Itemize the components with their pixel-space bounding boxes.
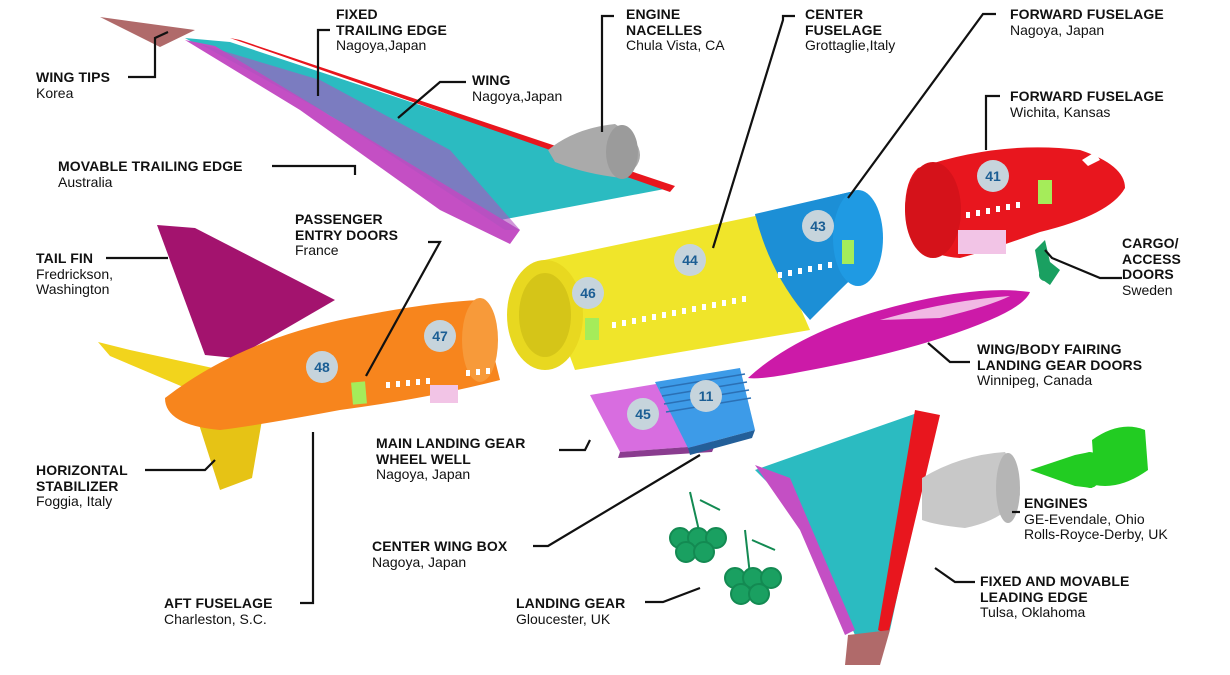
section-11: 11 [699,388,714,404]
leader-lines [106,12,1122,605]
label-location: Nagoya, Japan [376,466,471,483]
label-title: FIXED AND MOVABLE [980,573,1130,589]
label-title: MAIN LANDING GEAR [376,435,526,451]
label-title: TAIL FIN [36,250,94,266]
label-title: CENTER WING BOX [372,538,508,554]
label-fixed-movable-leading-edge: FIXED AND MOVABLE LEADING EDGE Tulsa, Ok… [980,573,1130,621]
label-title: WING [472,72,511,88]
label-location: Sweden [1122,282,1173,299]
label-location: Nagoya, Japan [372,553,467,570]
label-title: HORIZONTAL [36,462,128,478]
label-wing-body-fairing: WING/BODY FAIRING LANDING GEAR DOORS Win… [977,341,1143,389]
label-location: Winnipeg, Canada [977,372,1093,389]
label-title: LEADING EDGE [980,588,1088,605]
section-47: 47 [432,328,448,344]
section-45: 45 [635,406,651,422]
label-fixed-trailing-edge: FIXED TRAILING EDGE Nagoya,Japan [336,6,447,54]
label-location: Grottaglie,Italy [805,37,896,54]
label-location: Foggia, Italy [36,493,113,510]
label-location: Gloucester, UK [516,610,611,627]
label-title: FIXED [336,6,378,22]
label-title: WING/BODY FAIRING [977,341,1122,357]
label-tail-fin: TAIL FIN Fredrickson, Washington [36,250,114,298]
label-location: Korea [36,84,74,101]
label-location: Washington [36,281,110,298]
label-location: Nagoya,Japan [472,87,563,104]
wing-body-fairing [748,290,1030,379]
label-location: Wichita, Kansas [1010,103,1111,120]
label-movable-trailing-edge: MOVABLE TRAILING EDGE Australia [58,158,243,190]
label-forward-fuselage-wichita: FORWARD FUSELAGE Wichita, Kansas [1010,88,1164,120]
label-main-landing-gear-wheel-well: MAIN LANDING GEAR WHEEL WELL Nagoya, Jap… [376,435,526,483]
section-46: 46 [580,285,596,301]
label-aft-fuselage: AFT FUSELAGE Charleston, S.C. [164,595,273,627]
label-location: Australia [58,173,113,190]
engine-nacelle-top [548,124,640,179]
fixed-trailing-edge-strip [200,44,520,230]
center-fuselage-44-46 [507,215,810,370]
label-wing-tips: WING TIPS Korea [36,69,111,101]
label-title: ACCESS [1122,250,1181,267]
label-location: GE-Evendale, Ohio [1024,510,1145,527]
label-title: STABILIZER [36,477,119,494]
cargo-door-parts [1035,240,1060,285]
label-title: ENGINE [626,6,681,22]
label-engines: ENGINES GE-Evendale, Ohio Rolls-Royce-De… [1024,495,1168,543]
label-title: FORWARD FUSELAGE [1010,6,1164,22]
forward-fuselage-41 [905,147,1125,258]
label-center-wing-box: CENTER WING BOX Nagoya, Japan [372,538,508,570]
label-title: WHEEL WELL [376,450,471,467]
label-forward-fuselage-nagoya: FORWARD FUSELAGE Nagoya, Japan [1010,6,1164,38]
wing-tip-top [100,17,195,47]
label-location: France [295,242,339,259]
label-location: Fredrickson, [36,265,114,282]
label-location: Tulsa, Oklahoma [980,604,1086,621]
label-title: WING TIPS [36,69,111,85]
label-title: FUSELAGE [805,21,883,38]
section-41: 41 [985,168,1001,184]
label-title: ENTRY DOORS [295,226,399,243]
label-title: LANDING GEAR DOORS [977,356,1143,373]
movable-trailing-edge-top [185,40,520,244]
label-location: Nagoya,Japan [336,37,427,54]
label-wing: WING Nagoya,Japan [472,72,563,104]
label-title: PASSENGER [295,211,383,227]
section-48: 48 [314,359,330,375]
label-title: TRAILING EDGE [336,21,447,38]
tail-fin [157,225,335,358]
center-fuselage-43 [755,190,883,320]
label-title: LANDING GEAR [516,595,626,611]
label-passenger-entry-doors: PASSENGER ENTRY DOORS France [295,211,399,259]
label-title: MOVABLE TRAILING EDGE [58,158,243,174]
label-engine-nacelles: ENGINE NACELLES Chula Vista, CA [626,6,725,54]
label-landing-gear: LANDING GEAR Gloucester, UK [516,595,626,627]
section-badges: 41 43 44 46 47 48 45 11 [306,160,1009,430]
label-title: CENTER [805,6,864,22]
section-43: 43 [810,218,826,234]
label-location: Rolls-Royce-Derby, UK [1024,526,1168,543]
label-title: CARGO/ [1122,235,1179,251]
label-location: Charleston, S.C. [164,610,267,627]
label-title: AFT FUSELAGE [164,595,273,611]
label-title: DOORS [1122,266,1174,283]
bottom-wing [755,410,940,665]
label-location: Nagoya, Japan [1010,21,1105,38]
label-location: Chula Vista, CA [626,37,725,54]
landing-gear-parts [669,491,782,605]
label-title: FORWARD FUSELAGE [1010,88,1164,104]
engine-green [1030,426,1148,488]
section-44: 44 [682,252,698,268]
label-title: NACELLES [626,21,703,38]
label-title: ENGINES [1024,495,1088,511]
label-horizontal-stabilizer: HORIZONTAL STABILIZER Foggia, Italy [36,462,128,510]
label-center-fuselage: CENTER FUSELAGE Grottaglie,Italy [805,6,896,54]
label-cargo-access-doors: CARGO/ ACCESS DOORS Sweden [1122,235,1181,299]
wheel-well-and-wing-box [590,368,755,458]
engine-nacelle-bottom [922,452,1020,528]
